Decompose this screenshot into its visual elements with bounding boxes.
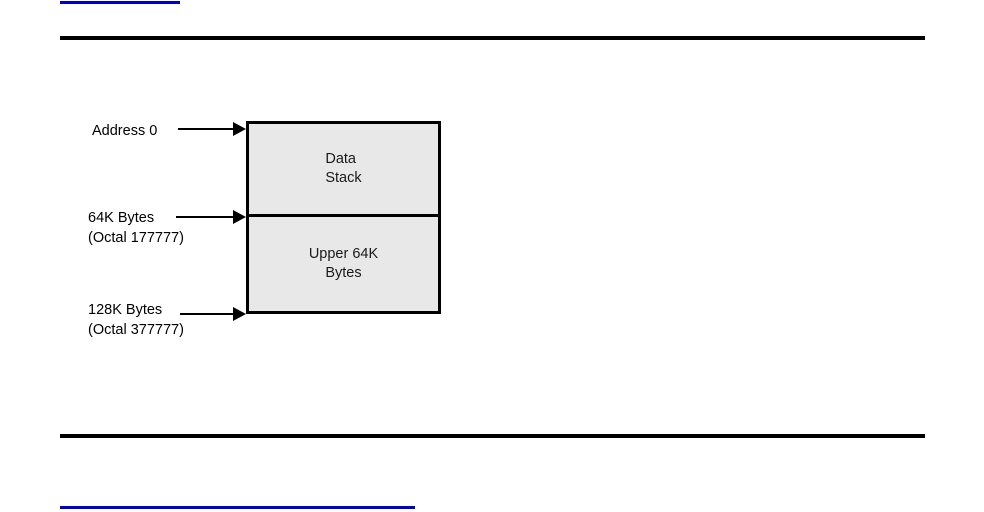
memory-segment-upper-64k: Upper 64K Bytes	[249, 217, 438, 311]
label-64k-bytes-primary: 64K Bytes	[88, 210, 155, 226]
memory-segment-data-stack: Data Stack	[249, 124, 438, 217]
arrow-head	[233, 122, 246, 136]
top-document-link[interactable]	[60, 1, 180, 4]
arrow-right-icon-address-0	[178, 122, 248, 136]
arrow-right-icon-64k	[176, 210, 248, 224]
label-64k-bytes: 64K Bytes (Octal 177777)	[88, 208, 184, 248]
arrow-shaft	[180, 313, 235, 315]
label-64k-bytes-octal: (Octal 177777)	[88, 230, 184, 246]
label-address-0-primary: Address 0	[92, 123, 158, 139]
label-address-0: Address 0	[92, 121, 157, 141]
label-128k-bytes-octal: (Octal 377777)	[88, 322, 184, 338]
label-128k-bytes: 128K Bytes (Octal 377777)	[88, 300, 184, 340]
bottom-document-link[interactable]	[60, 506, 415, 509]
arrow-shaft	[176, 216, 235, 218]
bottom-horizontal-rule	[60, 434, 925, 438]
arrow-right-icon-128k	[180, 307, 248, 321]
arrow-shaft	[178, 128, 235, 130]
memory-segment-data-stack-line-1: Data	[325, 151, 356, 167]
memory-segment-upper-64k-line-2: Bytes	[325, 265, 362, 281]
memory-segment-upper-64k-line-1: Upper 64K	[308, 246, 379, 262]
arrow-head	[233, 210, 246, 224]
memory-segment-data-stack-line-2: Stack	[325, 170, 362, 186]
label-128k-bytes-primary: 128K Bytes	[88, 302, 163, 318]
top-horizontal-rule	[60, 36, 925, 40]
arrow-head	[233, 307, 246, 321]
memory-map-box: Data Stack Upper 64K Bytes	[246, 121, 441, 314]
